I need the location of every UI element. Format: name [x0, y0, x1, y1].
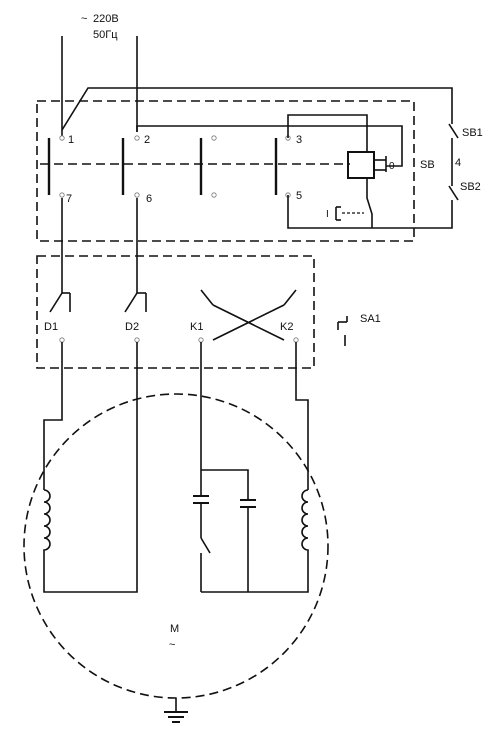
wire-t1-to-sb1 [61, 87, 453, 131]
relay-contact-3 [199, 135, 217, 198]
sb1-label: SB1 [462, 127, 483, 139]
motor-label: M [170, 623, 179, 635]
terminal-5-label: 5 [296, 190, 302, 202]
start-capacitor [193, 470, 209, 538]
sb-label: SB [420, 159, 435, 171]
thermal-switch-sa1: SA1 [337, 313, 381, 346]
motor-tilde: ~ [169, 639, 175, 651]
relay-contact-4: 3 5 [274, 134, 302, 202]
contact-d1: D1 [44, 287, 71, 343]
start-winding [301, 489, 309, 562]
start-stop-switch: SB1 4 SB SB2 [420, 118, 483, 201]
contact-d2: D2 [124, 287, 147, 343]
sb2-label: SB2 [460, 181, 481, 193]
terminal-3-label: 3 [296, 134, 302, 146]
relay-contact-2: 2 6 [121, 134, 152, 205]
centrifugal-switch [200, 537, 248, 593]
wire-t2-to-coil [136, 125, 403, 167]
relay-contact-1: 1 7 [47, 130, 74, 205]
wire-t5-to-sb2 [287, 195, 453, 229]
contact-block-enclosure [36, 255, 315, 369]
supply-tilde: ~ [81, 13, 87, 25]
supply-frequency: 50Гц [93, 29, 118, 41]
sa1-label: SA1 [360, 313, 381, 325]
d1-label: D1 [44, 321, 58, 333]
k1-label: K1 [190, 321, 203, 333]
ground-symbol [164, 698, 188, 723]
terminal-1-label: 1 [68, 134, 74, 146]
wire-t3-to-coil [287, 114, 368, 152]
wire-d2-to-winding [43, 342, 138, 593]
motor-housing [23, 393, 329, 699]
terminal-2-label: 2 [144, 134, 150, 146]
coil-label: 0 [389, 161, 395, 172]
wire-winding-to-cap [248, 562, 309, 593]
run-capacitor [240, 499, 256, 592]
indicator-label: I [326, 209, 329, 220]
contact-k1-k2: K1 K2 [190, 289, 299, 343]
terminal-7-label: 7 [66, 193, 72, 205]
power-supply: ~ 220В 50Гц [61, 13, 138, 132]
wire-d1-to-winding [43, 342, 63, 490]
relay-indicator: I [326, 206, 364, 221]
wire-coil-to-indicator [366, 178, 373, 228]
main-winding [43, 489, 51, 562]
k2-label: K2 [280, 321, 293, 333]
supply-voltage: 220В [93, 13, 119, 25]
wire-cap-top [201, 469, 249, 500]
wire-k2-to-winding [295, 342, 309, 490]
relay-enclosure [36, 100, 415, 242]
terminal-6-label: 6 [146, 193, 152, 205]
relay-coil: 0 [347, 151, 395, 179]
d2-label: D2 [125, 321, 139, 333]
sb-terminal-label: 4 [455, 157, 461, 169]
